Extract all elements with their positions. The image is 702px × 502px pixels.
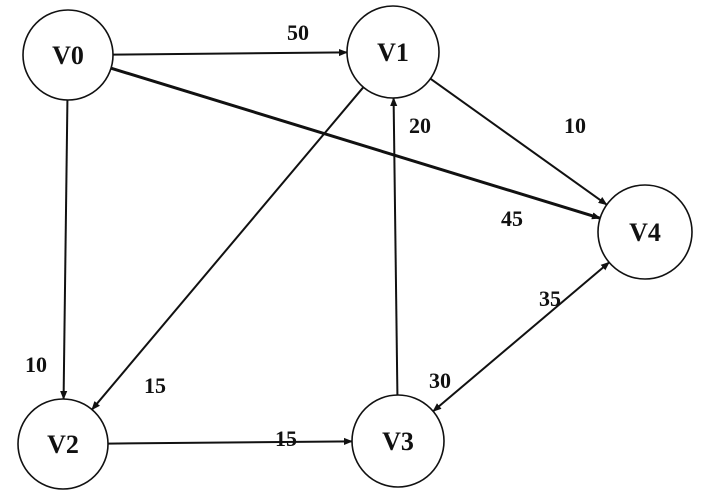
edge-v0-v1 xyxy=(112,48,348,57)
weight-label-v0-v2: 10 xyxy=(25,352,47,377)
node-label-v0: V0 xyxy=(52,41,84,70)
weight-label-v1-v2: 15 xyxy=(144,373,166,398)
node-v0 xyxy=(22,9,114,101)
weight-label-v0-v4: 45 xyxy=(501,206,523,231)
weight-label-v2-v3: 15 xyxy=(275,426,297,451)
edge-v0-v2 xyxy=(60,99,69,400)
node-v2 xyxy=(17,398,109,490)
edge-v0-v4 xyxy=(110,66,601,220)
node-v3 xyxy=(351,394,445,488)
node-v4 xyxy=(597,184,693,280)
node-label-v2: V2 xyxy=(47,430,79,459)
edge-v1-v2 xyxy=(91,86,365,411)
edge-v2-v3 xyxy=(107,437,353,446)
edge-v1-v4 xyxy=(429,77,608,206)
node-label-v1: V1 xyxy=(377,38,409,67)
node-v1 xyxy=(346,5,440,99)
node-label-v4: V4 xyxy=(629,218,661,247)
edge-v3-v1 xyxy=(390,97,399,396)
weight-label-v4-v3: 30 xyxy=(429,368,451,393)
node-label-v3: V3 xyxy=(382,427,414,456)
weight-label-v1-v4: 10 xyxy=(564,113,586,138)
weight-label-v3-v1: 20 xyxy=(409,113,431,138)
edge-v3-v4 xyxy=(432,261,610,413)
weight-label-v0-v1: 50 xyxy=(287,20,309,45)
weight-label-v3-v4: 35 xyxy=(539,286,561,311)
